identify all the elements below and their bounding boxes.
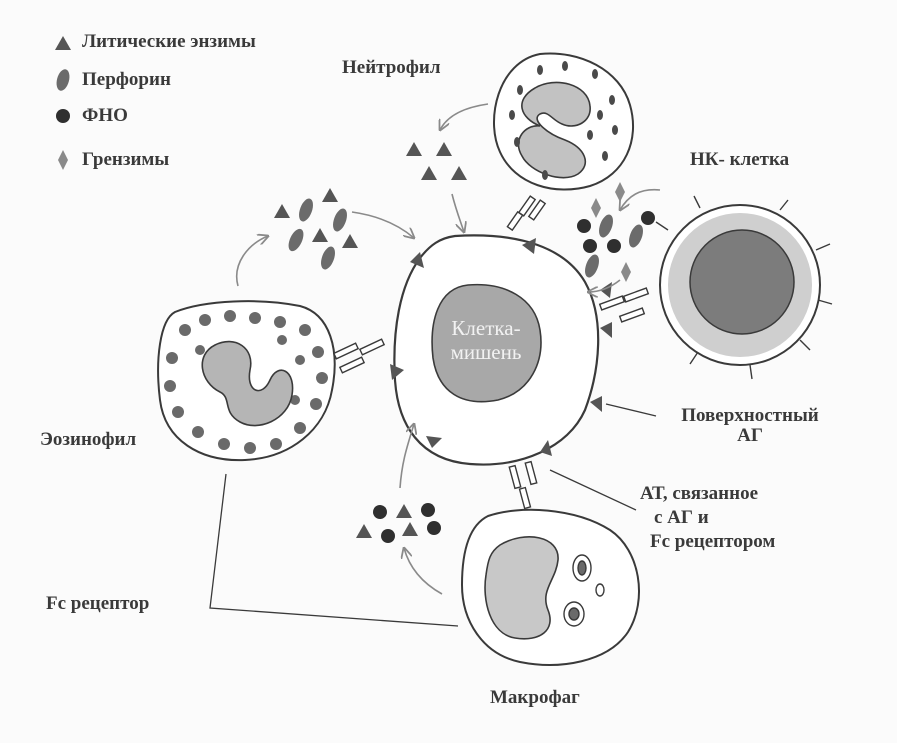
nk-nucleus (689, 229, 795, 335)
nk-mediators (577, 182, 655, 282)
fc-receptor-label: Fc рецептор (46, 593, 150, 614)
legend-perforin-label: Перфорин (82, 69, 171, 90)
legend-tnf-icon (56, 109, 70, 123)
target-cell-label: Клетка- мишень (436, 316, 536, 364)
legend-granzyme-icon (58, 150, 68, 170)
neutrophil-antibody (506, 195, 547, 232)
nk-cell-label: НК- клетка (690, 149, 790, 170)
macrophage-vacuoles (563, 554, 605, 627)
macrophage-antibody (508, 460, 538, 510)
surface-antigen-line1: Поверхностный (681, 405, 819, 426)
arrows (235, 103, 661, 595)
legend-tnf-label: ФНО (82, 105, 128, 126)
neutrophil-granules (509, 61, 618, 180)
macrophage-cell (460, 460, 640, 666)
target-cell-label-line1: Клетка- (451, 316, 521, 340)
neutrophil-mediators (406, 142, 467, 180)
legend-lytic-enzymes-label: Литические энзимы (82, 31, 256, 52)
antibody-line3: Fc рецептором (650, 530, 776, 552)
eosinophil-label: Эозинофил (40, 429, 137, 450)
neutrophil-cell (493, 52, 635, 232)
eosinophil-cell (157, 300, 386, 462)
macrophage-mediators (356, 503, 441, 543)
surface-antigen-line2: АГ (737, 424, 763, 446)
nk-processes (655, 195, 833, 380)
target-cell-label-line2: мишень (450, 340, 522, 365)
antibody-line1: АТ, связанное (640, 483, 759, 504)
macrophage-nucleus (484, 536, 559, 640)
nk-cell (598, 195, 833, 380)
legend-perforin-icon (56, 69, 70, 91)
legend-triangle-icon (55, 36, 71, 50)
neutrophil-nucleus (517, 81, 591, 179)
antibody-line2: с АГ и (654, 506, 709, 528)
eosinophil-granules (164, 310, 328, 454)
surface-antigens (390, 238, 612, 456)
target-nucleus (431, 283, 542, 403)
pointer-lines (209, 403, 657, 627)
macrophage-label: Макрофаг (490, 687, 580, 708)
eosinophil-nucleus (201, 340, 294, 427)
neutrophil-label: Нейтрофил (342, 57, 441, 78)
surface-antigen-annotation: Поверхностный АГ (660, 406, 840, 446)
eosinophil-antibody (332, 338, 386, 374)
target-cell (390, 234, 612, 466)
eosinophil-mediators (274, 188, 358, 270)
legend-granzymes-label: Грензимы (82, 149, 170, 170)
nk-antibody (598, 287, 650, 323)
antibody-annotation: АТ, связанное с АГ и Fc рецептором (640, 482, 775, 553)
